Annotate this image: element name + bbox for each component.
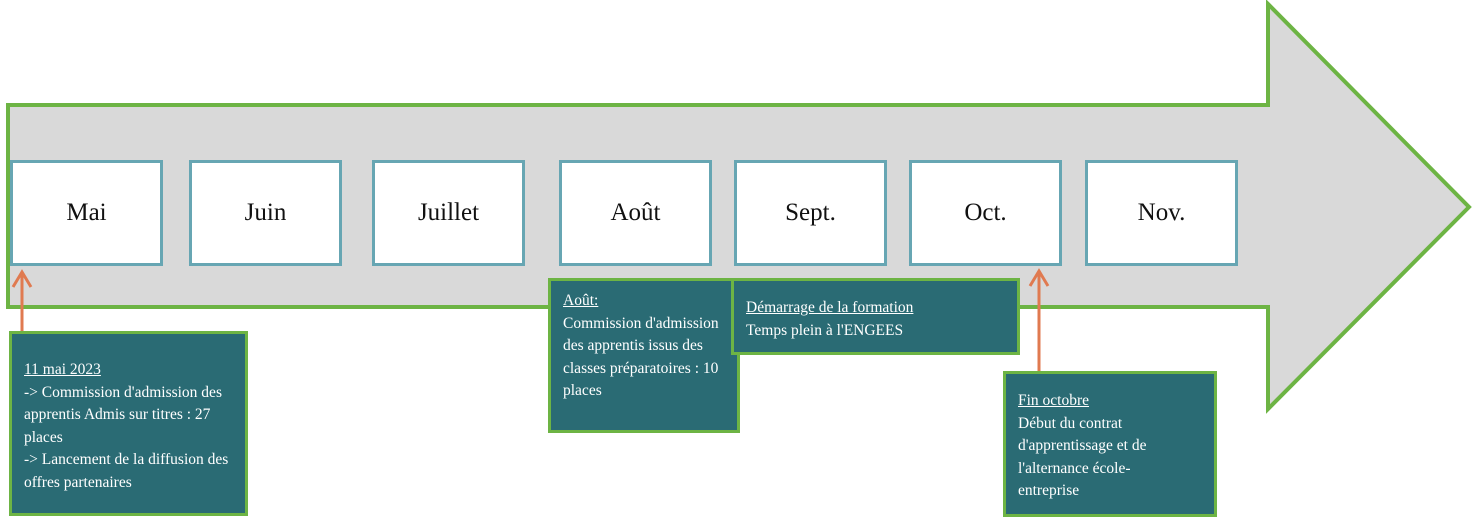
note-may: 11 mai 2023 -> Commission d'admission de… — [9, 331, 248, 516]
note-october: Fin octobre Début du contrat d'apprentis… — [1003, 371, 1217, 517]
note-october-title: Fin octobre — [1018, 392, 1090, 409]
note-may-body: -> Commission d'admission des apprentis … — [24, 383, 229, 491]
note-september: Démarrage de la formation Temps plein à … — [731, 278, 1020, 355]
month-label: Oct. — [964, 199, 1007, 226]
month-label: Juillet — [417, 199, 480, 226]
month-label: Mai — [66, 199, 107, 226]
note-august-body: Commission d'admission des apprentis iss… — [563, 314, 719, 400]
pointer-may — [11, 269, 33, 333]
month-box-juillet: Juillet — [372, 160, 525, 266]
note-may-title: 11 mai 2023 — [24, 361, 101, 378]
month-box-nov: Nov. — [1085, 160, 1238, 266]
month-box-juin: Juin — [189, 160, 342, 266]
month-label: Août — [610, 199, 661, 226]
month-label: Sept. — [785, 199, 836, 226]
month-box-aout: Août — [559, 160, 712, 266]
pointer-october — [1028, 268, 1050, 374]
month-box-mai: Mai — [10, 160, 163, 266]
month-label: Nov. — [1137, 199, 1186, 226]
note-october-body: Début du contrat d'apprentissage et de l… — [1018, 414, 1147, 500]
note-august: Août: Commission d'admission des apprent… — [548, 278, 740, 433]
month-box-sept: Sept. — [734, 160, 887, 266]
note-september-title: Démarrage de la formation — [746, 299, 914, 316]
note-august-title: Août: — [563, 292, 599, 309]
month-box-oct: Oct. — [909, 160, 1062, 266]
note-september-body: Temps plein à l'ENGEES — [746, 321, 904, 339]
month-label: Juin — [244, 199, 287, 226]
